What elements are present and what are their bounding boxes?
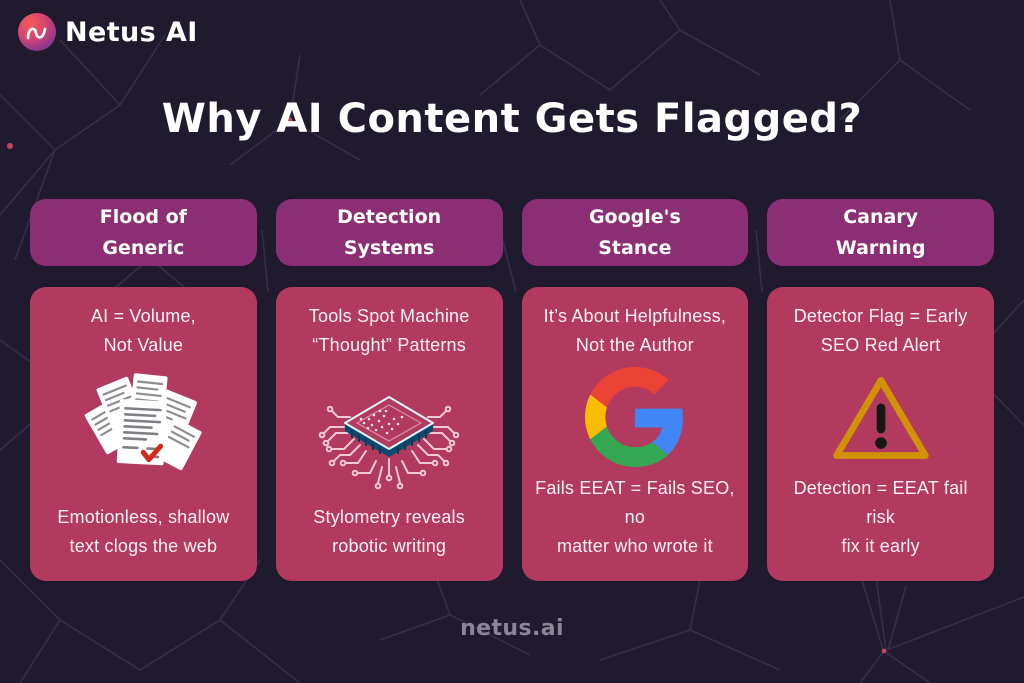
- header-line: Detection: [337, 205, 442, 228]
- card-bottom-text: Fails EEAT = Fails SEO, no matter who wro…: [532, 474, 739, 561]
- card-bottom-line: Emotionless, shallow: [57, 507, 230, 527]
- card-flood-of-generic: AI = Volume, Not Value: [30, 287, 257, 581]
- card-top-line: Detector Flag = Early: [793, 306, 968, 326]
- brand-name: Netus AI: [65, 16, 198, 48]
- card-googles-stance: It’s About Helpfulness, Not the Author Fa…: [521, 287, 749, 581]
- card-bottom-text: Stylometry reveals robotic writing: [313, 503, 465, 561]
- documents-icon-holder: [77, 360, 209, 503]
- card-top-text: It’s About Helpfulness, Not the Author: [544, 302, 726, 360]
- brand: Netus AI: [18, 13, 198, 51]
- header-line: Google's: [588, 205, 681, 228]
- card-bottom-line: matter who wrote it: [556, 536, 713, 556]
- card-bottom-line: Stylometry reveals: [313, 507, 465, 527]
- header-line: Canary: [843, 205, 919, 228]
- page-title: Why AI Content Gets Flagged?: [161, 96, 863, 142]
- header-line: Stance: [598, 236, 672, 259]
- card-top-line: Not the Author: [575, 335, 694, 355]
- card-top-line: Not Value: [103, 335, 184, 355]
- warning-icon-holder: [828, 360, 934, 474]
- card-bottom-line: Fails EEAT = Fails SEO, no: [535, 478, 735, 527]
- card-top-text: Tools Spot Machine “Thought” Patterns: [309, 302, 470, 360]
- google-icon-holder: [584, 360, 685, 474]
- netus-logo-icon: [18, 13, 56, 51]
- chip-icon: [318, 368, 460, 489]
- card-top-line: “Thought” Patterns: [312, 335, 466, 355]
- chip-icon-holder: [314, 360, 464, 503]
- card-bottom-text: Detection = EEAT fail risk fix it early: [777, 474, 984, 561]
- card-bottom-line: robotic writing: [332, 536, 447, 556]
- footer-site: netus.ai: [460, 616, 564, 641]
- header-line: Systems: [343, 236, 435, 259]
- header-line: Generic: [102, 236, 185, 259]
- card-top-line: SEO Red Alert: [820, 335, 941, 355]
- warning-icon: [832, 377, 929, 459]
- google-icon: [584, 367, 683, 467]
- card-bottom-line: Detection = EEAT fail risk: [793, 478, 968, 527]
- card-bottom-line: fix it early: [841, 536, 920, 556]
- header-pill-flood-of-generic: Flood of Generic: [30, 199, 257, 266]
- card-top-line: Tools Spot Machine: [308, 306, 470, 326]
- card-bottom-line: text clogs the web: [69, 536, 218, 556]
- header-line: Warning: [835, 236, 926, 259]
- card-bottom-text: Emotionless, shallow text clogs the web: [57, 503, 229, 561]
- card-top-line: It’s About Helpfulness,: [543, 306, 727, 326]
- columns: Flood of Generic AI = Volume, Not Value: [30, 199, 994, 581]
- card-detection-systems: Tools Spot Machine “Thought” Patterns: [275, 287, 503, 581]
- card-top-line: AI = Volume,: [90, 306, 196, 326]
- column-flood-of-generic: Flood of Generic AI = Volume, Not Value: [30, 199, 257, 581]
- documents-icon: [85, 372, 202, 470]
- header-line: Flood of: [99, 205, 187, 228]
- card-top-text: AI = Volume, Not Value: [91, 302, 196, 360]
